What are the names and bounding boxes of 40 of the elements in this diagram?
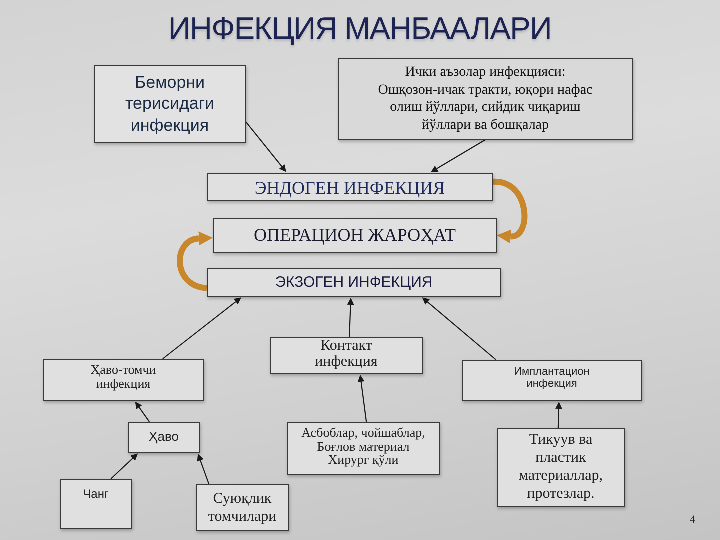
process-box (497, 428, 625, 507)
box-heading: Ички аъзолар инфекцияси: (405, 64, 566, 82)
arrow (135, 402, 150, 422)
box-text: Беморни терисидаги инфекция (124, 72, 216, 136)
arrow (555, 402, 562, 428)
process-box (338, 58, 633, 140)
process-box (43, 359, 204, 401)
process-box (128, 422, 200, 453)
box-text: Ҳаво (149, 430, 179, 445)
process-box (207, 268, 501, 297)
box-text: Контакт инфекция (314, 339, 379, 370)
process-box (270, 337, 423, 374)
process-box (207, 173, 493, 201)
arrow (162, 298, 242, 360)
box-text: ЭКЗОГЕН ИНФЕКЦИЯ (275, 273, 433, 292)
box-text: Суюқлик томчилари (207, 490, 278, 526)
slide-title: ИНФЕКЦИЯ МАНБААЛАРИ (167, 10, 553, 48)
process-box (462, 360, 642, 401)
arrow (347, 298, 354, 338)
process-box (287, 422, 440, 475)
arrow (430, 140, 486, 172)
box-text: Ҳаво-томчи инфекция (90, 363, 158, 390)
curved-arrow (492, 178, 528, 244)
arrow (358, 375, 368, 422)
box-text: Асбоблар, чойшаблар, Боғлов материал Хирург қўли (300, 426, 426, 467)
page-number: 4 (690, 513, 696, 528)
arrow (110, 454, 138, 480)
process-box (213, 218, 497, 253)
process-box (196, 484, 289, 531)
box-text: ОПЕРАЦИОН ЖАРОҲАТ (254, 226, 456, 246)
arrow (197, 454, 210, 484)
process-box (94, 65, 246, 143)
box-text: Чанг (83, 488, 109, 502)
arrow (246, 122, 286, 172)
box-text: Имплантацион инфекция (513, 366, 591, 390)
box-text: Тикуув ва пластик материаллар, протезлар. (518, 431, 604, 503)
arrow (422, 298, 497, 360)
box-text: ЭНДОГЕН ИНФЕКЦИЯ (254, 176, 446, 198)
box-text: Ошқозон-ичак тракти, юқори нафас олиш йўллари, сийдик чиқариш йўллари ва бошқалар (377, 82, 594, 134)
process-box (60, 479, 132, 529)
